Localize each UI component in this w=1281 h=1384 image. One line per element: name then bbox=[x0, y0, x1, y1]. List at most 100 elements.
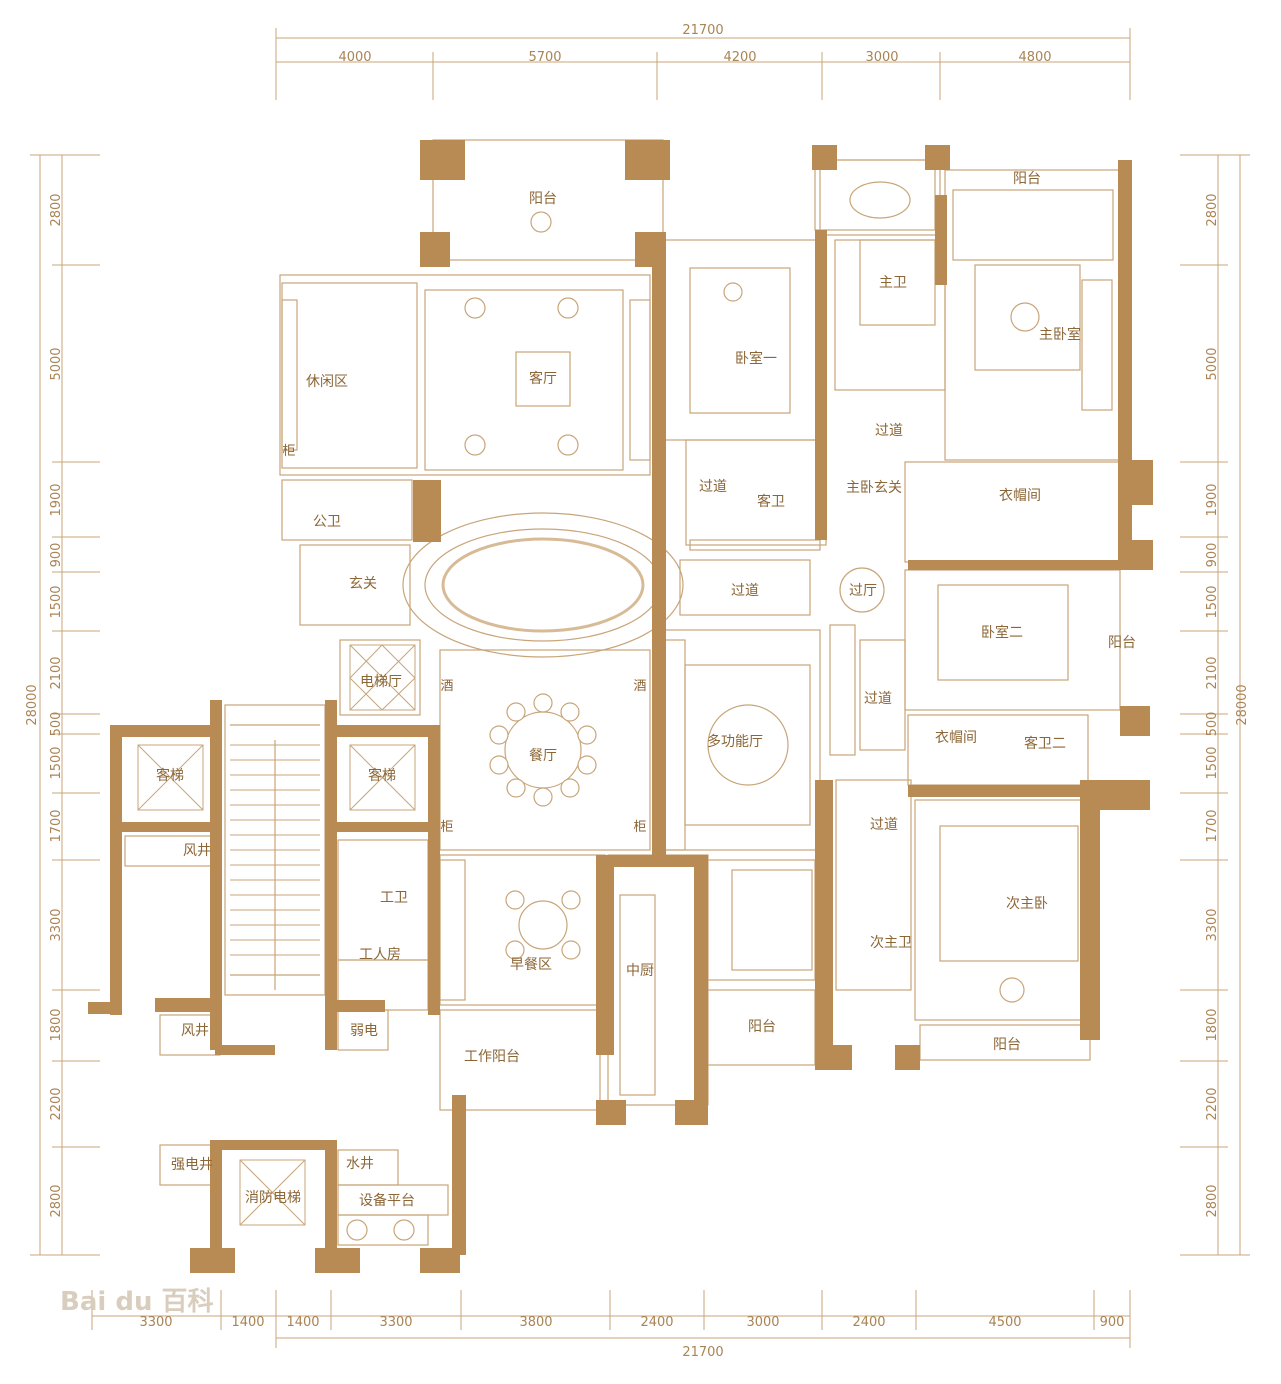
dim-right-9: 1700 bbox=[1205, 809, 1220, 842]
room-foyer: 玄关 bbox=[349, 575, 377, 592]
watermark-logo: Bai du 百科 bbox=[60, 1287, 214, 1317]
room-corridor-c: 过道 bbox=[731, 583, 759, 599]
room-equipment: 设备平台 bbox=[359, 1192, 415, 1209]
dim-top-total: 21700 bbox=[682, 23, 723, 38]
dim-left-11: 1800 bbox=[49, 1008, 64, 1041]
dim-right-3: 1900 bbox=[1205, 483, 1220, 516]
room-strong-elec: 强电井 bbox=[171, 1157, 213, 1173]
dim-right-10: 3300 bbox=[1205, 908, 1220, 941]
room-secondary-master: 次主卧 bbox=[1006, 896, 1048, 912]
dimension-labels: 21700 4000 5700 4200 3000 4800 3300 1400… bbox=[25, 23, 1250, 1360]
room-fire-lift: 消防电梯 bbox=[245, 1190, 301, 1206]
dim-left-9: 1700 bbox=[49, 809, 64, 842]
dim-bottom-3: 1400 bbox=[286, 1315, 319, 1330]
room-balcony-b2: 阳台 bbox=[1108, 635, 1136, 651]
dim-bottom-total: 21700 bbox=[682, 1345, 723, 1360]
room-maid-room: 工人房 bbox=[359, 947, 401, 963]
room-elevator-hall: 电梯厅 bbox=[360, 674, 402, 690]
dim-top-4: 3000 bbox=[865, 50, 898, 65]
room-balcony-k: 阳台 bbox=[748, 1019, 776, 1035]
dim-right-11: 1800 bbox=[1205, 1008, 1220, 1041]
elevators bbox=[137, 644, 416, 1226]
dim-bottom-7: 3000 bbox=[746, 1315, 779, 1330]
dim-bottom-10: 900 bbox=[1100, 1315, 1125, 1330]
dim-left-5: 1500 bbox=[49, 585, 64, 618]
room-living: 客厅 bbox=[529, 370, 557, 387]
room-cab-3: 柜 bbox=[633, 820, 646, 835]
dim-bottom-5: 3800 bbox=[519, 1315, 552, 1330]
dimension-lines bbox=[30, 28, 1250, 1348]
dim-right-7: 500 bbox=[1205, 712, 1220, 737]
dim-top-3: 4200 bbox=[723, 50, 756, 65]
room-guest-bath2: 客卫二 bbox=[1024, 735, 1066, 752]
room-balcony-master: 阳台 bbox=[1013, 171, 1041, 187]
dim-left-total: 28000 bbox=[25, 684, 40, 725]
walls bbox=[88, 140, 1153, 1273]
room-walk-in: 衣帽间 bbox=[999, 488, 1041, 504]
dim-left-13: 2800 bbox=[49, 1184, 64, 1217]
dim-right-2: 5000 bbox=[1205, 347, 1220, 380]
room-corridor-e: 过道 bbox=[870, 817, 898, 833]
room-master-bedroom: 主卧室 bbox=[1039, 326, 1081, 343]
dim-bottom-9: 4500 bbox=[988, 1315, 1021, 1330]
dining-chairs bbox=[489, 693, 597, 960]
room-closet2: 衣帽间 bbox=[935, 730, 977, 746]
dim-bottom-4: 3300 bbox=[379, 1315, 412, 1330]
room-lift-1: 客梯 bbox=[156, 767, 184, 784]
dim-top-1: 4000 bbox=[338, 50, 371, 65]
room-leisure: 休闲区 bbox=[306, 374, 348, 390]
room-wine-2: 酒 bbox=[633, 679, 646, 694]
room-multi: 多功能厅 bbox=[707, 733, 763, 750]
room-dining: 餐厅 bbox=[529, 748, 557, 764]
dim-bottom-1: 3300 bbox=[139, 1315, 172, 1330]
dim-top-5: 4800 bbox=[1018, 50, 1051, 65]
room-kitchen: 中厨 bbox=[626, 963, 654, 979]
dim-right-5: 1500 bbox=[1205, 585, 1220, 618]
dim-right-12: 2200 bbox=[1205, 1087, 1220, 1120]
dim-left-6: 2100 bbox=[49, 656, 64, 689]
dim-top-2: 5700 bbox=[528, 50, 561, 65]
room-bedroom2: 卧室二 bbox=[981, 624, 1023, 641]
dim-left-4: 900 bbox=[49, 543, 64, 568]
dim-right-1: 2800 bbox=[1205, 193, 1220, 226]
room-master-foyer: 主卧玄关 bbox=[846, 479, 902, 496]
room-cab-1: 柜 bbox=[282, 444, 295, 459]
room-maid-bath: 工卫 bbox=[380, 890, 408, 906]
dim-right-8: 1500 bbox=[1205, 746, 1220, 779]
dim-right-13: 2800 bbox=[1205, 1184, 1220, 1217]
fixtures bbox=[346, 181, 1040, 1241]
room-guest-bath: 客卫 bbox=[757, 493, 785, 510]
room-balcony-top: 阳台 bbox=[529, 191, 557, 207]
dim-left-10: 3300 bbox=[49, 908, 64, 941]
dim-left-12: 2200 bbox=[49, 1087, 64, 1120]
dim-left-8: 1500 bbox=[49, 746, 64, 779]
dim-right-group: 28000 2800 5000 1900 900 1500 2100 500 1… bbox=[1205, 193, 1250, 1217]
stairs bbox=[230, 744, 320, 956]
dim-right-total: 28000 bbox=[1235, 684, 1250, 725]
partitions bbox=[124, 139, 1121, 1246]
dim-left-3: 1900 bbox=[49, 483, 64, 516]
dim-left-2: 5000 bbox=[49, 347, 64, 380]
room-corridor-d: 过道 bbox=[864, 691, 892, 707]
dim-left-7: 500 bbox=[49, 712, 64, 737]
room-cab-2: 柜 bbox=[440, 820, 453, 835]
room-hall: 过厅 bbox=[849, 583, 877, 599]
room-breakfast: 早餐区 bbox=[510, 957, 552, 973]
room-master-bath: 主卫 bbox=[879, 275, 907, 291]
dim-right-4: 900 bbox=[1205, 543, 1220, 568]
room-public-bath: 公卫 bbox=[313, 514, 341, 530]
dim-left-1: 2800 bbox=[49, 193, 64, 226]
room-work-balcony: 工作阳台 bbox=[464, 1049, 520, 1065]
room-water-shaft: 水井 bbox=[346, 1156, 374, 1172]
room-wine-1: 酒 bbox=[440, 679, 453, 694]
room-labels: 阳台 阳台 主卫 主卧室 休闲区 客厅 卧室一 过道 过道 客卫 主卧玄关 衣帽… bbox=[156, 171, 1136, 1209]
room-corridor-a: 过道 bbox=[875, 423, 903, 439]
dim-right-6: 2100 bbox=[1205, 656, 1220, 689]
dim-bottom-6: 2400 bbox=[640, 1315, 673, 1330]
room-balcony-s: 阳台 bbox=[993, 1037, 1021, 1053]
dim-bottom-8: 2400 bbox=[852, 1315, 885, 1330]
room-corridor-b: 过道 bbox=[699, 479, 727, 495]
room-bedroom1: 卧室一 bbox=[735, 350, 777, 367]
dim-left-group: 28000 2800 5000 1900 900 1500 2100 500 1… bbox=[25, 193, 64, 1217]
